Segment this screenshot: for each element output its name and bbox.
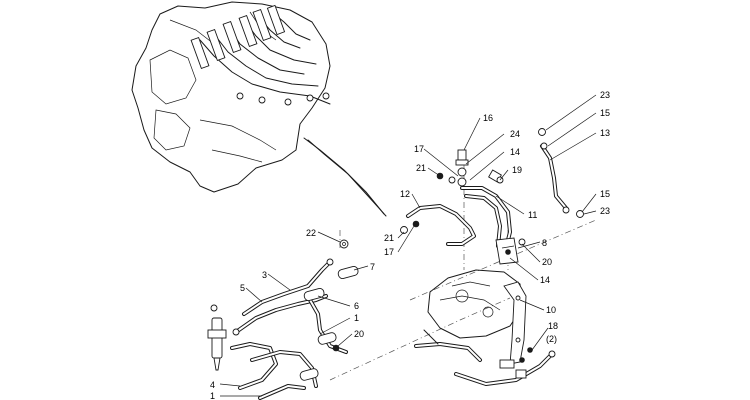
callout-6: 6 bbox=[354, 301, 359, 311]
callout-22: 22 bbox=[306, 228, 316, 238]
callout-14-bottom: 14 bbox=[540, 275, 550, 285]
engine-overview-illustration bbox=[131, 1, 387, 217]
callout-11: 11 bbox=[528, 210, 537, 220]
callout-15-top: 15 bbox=[600, 108, 610, 118]
callout-10: 10 bbox=[546, 305, 556, 315]
callout-5: 5 bbox=[240, 283, 245, 293]
callout-13: 13 bbox=[600, 128, 610, 138]
callout-labels: 23 15 13 16 24 17 14 21 19 12 11 15 23 2… bbox=[210, 90, 610, 400]
callout-17-top: 17 bbox=[414, 144, 424, 154]
callout-8: 8 bbox=[542, 238, 547, 248]
callout-20-right: 20 bbox=[542, 257, 552, 267]
callout-23-bottom: 23 bbox=[600, 206, 610, 216]
callout-16: 16 bbox=[483, 113, 493, 123]
callout-18-quantity: (2) bbox=[546, 334, 557, 344]
leader-lines bbox=[219, 94, 597, 397]
callout-19: 19 bbox=[512, 165, 522, 175]
callout-24: 24 bbox=[510, 129, 520, 139]
callout-23-top: 23 bbox=[600, 90, 610, 100]
callout-21-top: 21 bbox=[416, 163, 426, 173]
callout-15-bottom: 15 bbox=[600, 189, 610, 199]
callout-7: 7 bbox=[370, 262, 375, 272]
callout-1-bottom: 1 bbox=[210, 391, 215, 400]
callout-20-left: 20 bbox=[354, 329, 364, 339]
callout-1-middle: 1 bbox=[354, 313, 359, 323]
upper-pipe-assembly bbox=[400, 128, 584, 265]
callout-18: 18 bbox=[548, 321, 558, 331]
callout-14-top: 14 bbox=[510, 147, 520, 157]
callout-12: 12 bbox=[400, 189, 410, 199]
callout-17-bottom: 17 bbox=[384, 247, 394, 257]
callout-21-bottom: 21 bbox=[384, 233, 394, 243]
lower-injector-pipe-set bbox=[207, 239, 359, 400]
injection-pump-illustration bbox=[414, 269, 556, 386]
callout-4: 4 bbox=[210, 380, 215, 390]
callout-3: 3 bbox=[262, 270, 267, 280]
